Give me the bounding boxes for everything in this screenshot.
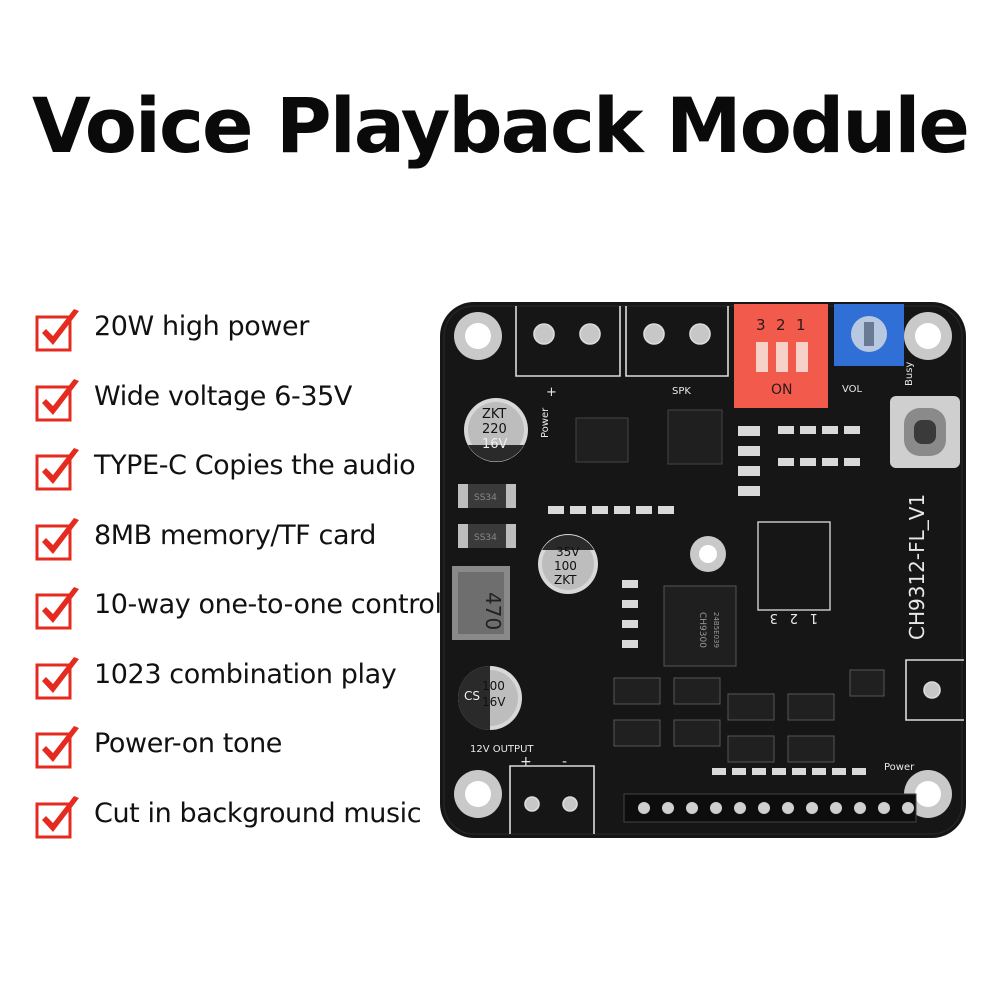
- dip-number: 1: [796, 316, 806, 334]
- check-mark-icon: [35, 448, 79, 491]
- check-mark-icon: [35, 587, 79, 630]
- page-title: Voice Playback Module: [32, 81, 970, 170]
- check-mark-icon: [35, 726, 79, 769]
- output-label: 12V OUTPUT: [470, 744, 534, 755]
- inductor: 470: [452, 566, 510, 640]
- diode: SS34: [458, 484, 516, 508]
- power-terminal: [515, 306, 621, 377]
- capacitor: CS 100 16V: [458, 666, 522, 730]
- pcb-board: SPK 3 2 1 ON VOL Busy CH9312-FL_V1 ZKT 2…: [440, 302, 966, 838]
- dip-on-label: ON: [771, 382, 793, 398]
- inductor-label: 470: [481, 592, 505, 630]
- mounting-hole: [454, 312, 502, 360]
- mounting-hole: [454, 770, 502, 818]
- capacitor-label: CS: [464, 689, 480, 703]
- vol-label: VOL: [842, 384, 863, 395]
- capacitor-label: 100: [482, 679, 505, 693]
- chip: [667, 409, 723, 465]
- feature-label: Wide voltage 6-35V: [94, 380, 352, 412]
- capacitor-label: ZKT: [554, 573, 577, 587]
- diode: SS34: [458, 524, 516, 548]
- side-terminal: [905, 659, 964, 721]
- feature-label: 1023 combination play: [94, 658, 397, 690]
- pin-header: [623, 793, 917, 823]
- busy-label: Busy: [904, 362, 915, 386]
- plus-label: +: [546, 385, 557, 400]
- feature-label: Cut in background music: [94, 797, 422, 829]
- dip-number: 2: [776, 316, 786, 334]
- chip: [575, 417, 629, 463]
- capacitor-label: 16V: [482, 437, 508, 452]
- jumper-number: 2: [790, 610, 798, 625]
- jumper-number: 1: [810, 610, 818, 625]
- diode-label: SS34: [474, 533, 497, 543]
- speaker-terminal: [625, 306, 729, 377]
- minus-label: -: [562, 754, 567, 770]
- jumper-block: 3 2 1: [757, 521, 831, 625]
- volume-potentiometer: [834, 304, 904, 366]
- feature-label: Power-on tone: [94, 728, 282, 759]
- feature-label: 8MB memory/TF card: [94, 519, 377, 551]
- main-chip-sub-label: 24B5E039: [712, 612, 720, 648]
- power-label: Power: [540, 407, 551, 438]
- capacitor-label: 16V: [482, 695, 506, 709]
- output-terminal: [509, 765, 595, 834]
- transistor-array: [613, 669, 885, 763]
- capacitor-label: 100: [554, 559, 577, 573]
- dip-number: 3: [756, 316, 766, 334]
- capacitor-label: 220: [482, 422, 507, 437]
- usb-c-port: [890, 396, 960, 468]
- model-label: CH9312-FL_V1: [905, 494, 929, 640]
- dip-switch: 3 2 1 ON: [734, 304, 828, 408]
- capacitor: ZKT 220 16V: [464, 398, 528, 462]
- capacitor-label: 35V: [556, 545, 580, 559]
- mounting-hole: [904, 312, 952, 360]
- check-mark-icon: [35, 378, 79, 421]
- diode-label: SS34: [474, 493, 497, 503]
- capacitor: 35V 100 ZKT: [538, 534, 598, 594]
- smd-components: [548, 426, 860, 648]
- main-chip-label: CH9300: [697, 612, 707, 648]
- smd-row: [712, 768, 866, 775]
- power-label: Power: [884, 762, 915, 773]
- spk-label: SPK: [672, 386, 691, 397]
- plus-label: +: [520, 754, 532, 770]
- feature-label: TYPE-C Copies the audio: [94, 450, 416, 481]
- feature-label: 10-way one-to-one control: [94, 589, 442, 620]
- jumper-number: 3: [770, 610, 778, 625]
- check-mark-icon: [35, 795, 79, 838]
- check-mark-icon: [35, 656, 79, 699]
- capacitor-label: ZKT: [482, 407, 506, 422]
- check-mark-icon: [35, 517, 79, 560]
- feature-label: 20W high power: [94, 311, 309, 342]
- check-mark-icon: [35, 309, 79, 352]
- main-chip: CH9300 24B5E039: [663, 585, 737, 667]
- center-hole: [690, 536, 726, 572]
